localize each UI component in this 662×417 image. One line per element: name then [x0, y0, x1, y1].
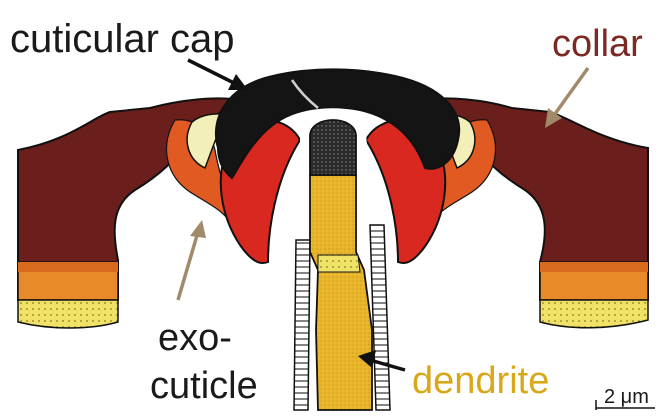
left-sheath	[294, 240, 310, 410]
left-orange-dark	[18, 262, 118, 272]
dendrite-tip	[310, 120, 356, 175]
label-dendrite: dendrite	[412, 360, 549, 402]
label-collar: collar	[552, 23, 643, 65]
right-orange-dark	[540, 262, 648, 272]
dendrite-constriction	[318, 255, 360, 272]
scale-bar-label: 2 μm	[604, 386, 649, 408]
scale-bar: 2 μm	[596, 386, 655, 410]
right-yellow-layer	[540, 300, 648, 328]
arrow-to-cap-icon	[188, 60, 248, 90]
left-yellow-layer	[18, 300, 118, 328]
label-cuticular-cap: cuticular cap	[10, 17, 235, 61]
label-cuticle: cuticle	[150, 365, 258, 407]
label-exo: exo-	[158, 317, 232, 359]
arrow-to-exocuticle-icon	[178, 220, 206, 300]
